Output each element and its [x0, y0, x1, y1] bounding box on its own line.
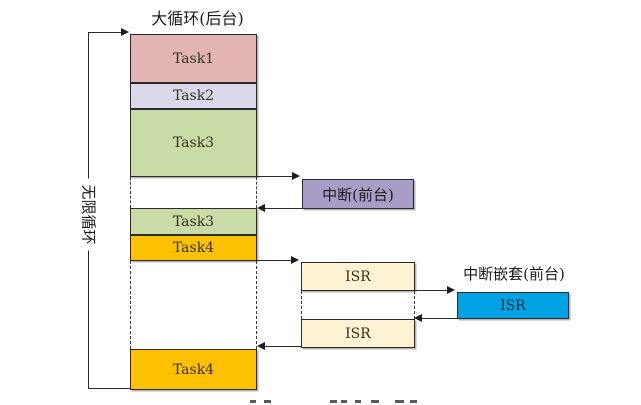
task4-resume-block: Task4: [130, 349, 257, 390]
connector-return-from-nested-isr: [416, 318, 457, 319]
nested-isr-box: ISR: [457, 292, 569, 319]
task3-resume-block: Task3: [130, 208, 257, 235]
cropped-caption-fragment: [355, 400, 361, 403]
task1-block: Task1: [130, 34, 257, 83]
arrowhead-left-icon: [414, 314, 422, 322]
arrowhead-right-icon: [121, 28, 129, 36]
connector-return-from-isr: [259, 346, 301, 347]
arrowhead-left-icon: [257, 204, 265, 212]
column-gap-dashed: [130, 261, 257, 349]
connector-to-isr: [257, 260, 294, 261]
cropped-caption-fragment: [330, 400, 337, 403]
task2-block: Task2: [130, 83, 257, 109]
connector-to-nested-isr: [301, 290, 450, 291]
cropped-caption-fragment: [250, 400, 256, 403]
arrowhead-right-icon: [447, 286, 455, 294]
isr-upper-box: ISR: [301, 262, 415, 291]
connector-return-from-interrupt: [259, 208, 302, 209]
column-gap-dashed: [130, 177, 257, 208]
task4-block: Task4: [130, 235, 257, 261]
arrowhead-right-icon: [291, 256, 299, 264]
loop-bracket-top-line: [88, 32, 124, 33]
nested-interrupt-title: 中断嵌套(前台): [463, 265, 565, 283]
cropped-caption-fragment: [371, 400, 379, 403]
isr-gap-dashed: [301, 291, 415, 319]
background-loop-title: 大循环(后台): [151, 9, 244, 28]
loop-bracket-bottom-line: [88, 388, 131, 389]
isr-lower-box: ISR: [301, 319, 415, 348]
cropped-caption-fragment: [341, 400, 347, 403]
cropped-caption-fragment: [410, 400, 417, 403]
task3-block: Task3: [130, 109, 257, 177]
cropped-caption-fragment: [264, 400, 271, 403]
infinite-loop-label: 无限循环: [78, 178, 98, 251]
arrowhead-left-icon: [257, 342, 265, 350]
cropped-caption-fragment: [395, 400, 404, 403]
interrupt-foreground-box: 中断(前台): [302, 179, 414, 209]
arrowhead-right-icon: [292, 172, 300, 180]
connector-to-interrupt: [257, 176, 295, 177]
